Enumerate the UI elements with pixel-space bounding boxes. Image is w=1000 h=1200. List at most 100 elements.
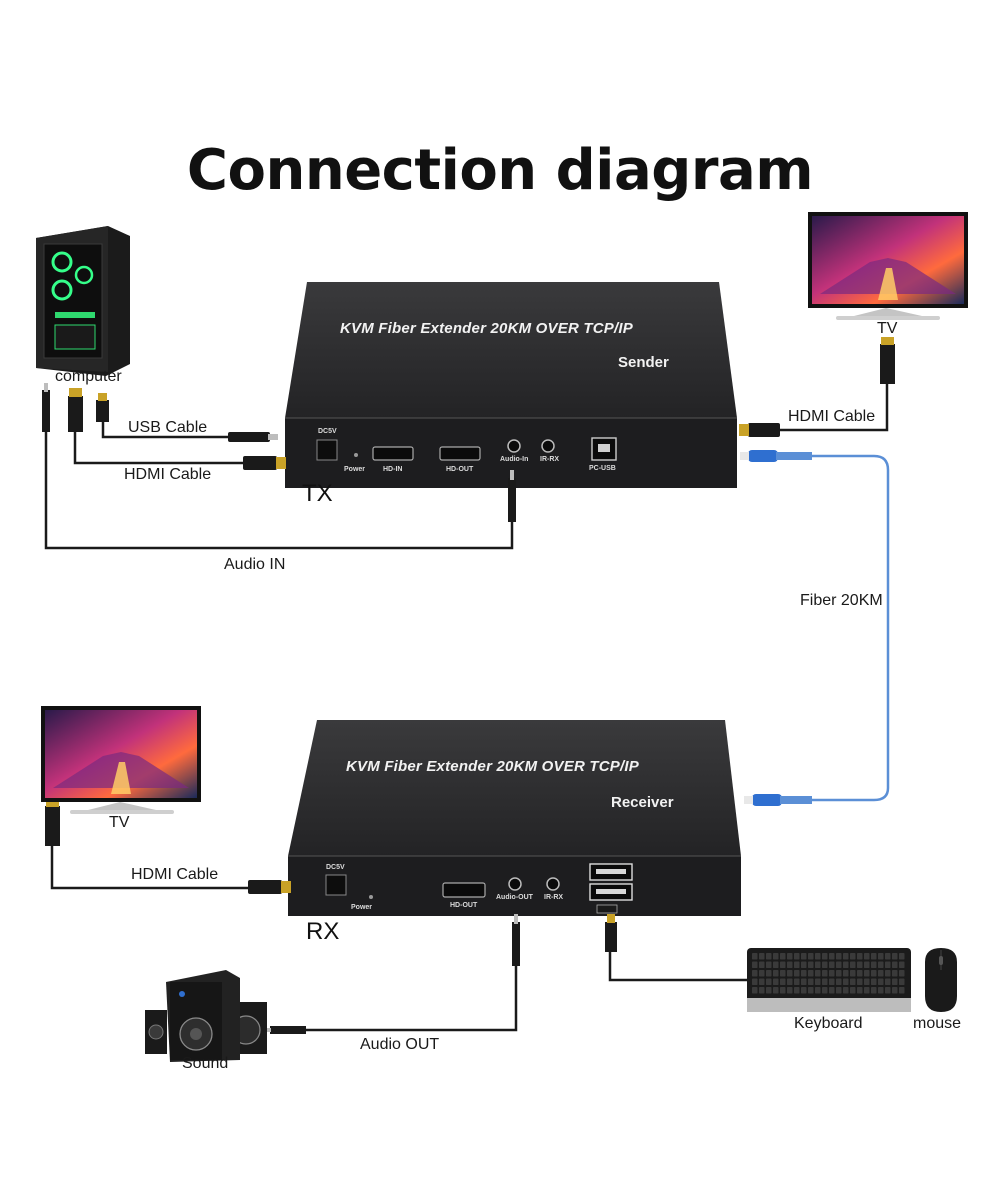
dc-port — [316, 439, 338, 461]
sender-dc-label: DC5V — [318, 428, 337, 435]
keyboard-key — [850, 961, 856, 968]
keyboard-key — [871, 961, 877, 968]
keyboard-key — [871, 970, 877, 977]
hdmi-plug-tx-out — [739, 423, 780, 437]
hdmi-cable-rx-out-label: HDMI Cable — [131, 866, 219, 883]
keyboard-key — [850, 953, 856, 960]
keyboard-key — [836, 978, 842, 985]
keyboard-key — [822, 978, 828, 985]
keyboard-key — [815, 953, 821, 960]
hdmi-cable-in — [73, 430, 245, 465]
sound-label: Sound — [182, 1055, 229, 1072]
keyboard-key — [780, 978, 786, 985]
keyboard-key — [787, 953, 793, 960]
keyboard-key — [892, 978, 898, 985]
keyboard-key — [759, 987, 765, 994]
receiver-product-label: KVM Fiber Extender 20KM OVER TCP/IP — [346, 758, 639, 775]
keyboard-key — [815, 961, 821, 968]
keyboard-key — [766, 978, 772, 985]
keyboard-key — [899, 953, 905, 960]
keyboard-key — [808, 970, 814, 977]
usb-plug-tx — [228, 432, 278, 442]
keyboard-key — [871, 978, 877, 985]
keyboard-key — [808, 978, 814, 985]
keyboard-key — [787, 970, 793, 977]
keyboard-key — [822, 961, 828, 968]
keyboard-key — [843, 961, 849, 968]
hdmi-cable-tx-out-label: HDMI Cable — [788, 408, 876, 425]
receiver-role-label: Receiver — [611, 794, 674, 811]
speaker-set — [145, 970, 267, 1062]
keyboard-key — [836, 953, 842, 960]
keyboard-key — [822, 953, 828, 960]
hdmi-cable-tx-in-label: HDMI Cable — [124, 466, 212, 483]
usb-cable — [101, 420, 230, 439]
ir-rx-jack — [541, 439, 555, 453]
keyboard-key — [885, 987, 891, 994]
keyboard-key — [899, 987, 905, 994]
tv-bottom-plug — [45, 799, 60, 846]
keyboard-key — [857, 978, 863, 985]
keyboard-key — [829, 987, 835, 994]
keyboard-key — [885, 978, 891, 985]
keyboard-key — [871, 953, 877, 960]
computer-label: computer — [55, 368, 122, 385]
computer-plugs — [42, 383, 109, 432]
tv-top-label: TV — [877, 320, 898, 337]
receiver-dc-label: DC5V — [326, 864, 345, 871]
keyboard-key — [878, 961, 884, 968]
fiber-connector-rx — [744, 794, 812, 806]
speaker-plug — [262, 1026, 306, 1034]
keyboard-key — [773, 987, 779, 994]
sender-hdin-label: HD-IN — [383, 466, 403, 473]
keyboard-key — [808, 987, 814, 994]
keyboard-key — [843, 987, 849, 994]
keyboard-key — [836, 961, 842, 968]
sender-box — [285, 282, 737, 488]
diagram-title: Connection diagram — [186, 138, 814, 203]
keyboard-key — [780, 970, 786, 977]
keyboard-key — [822, 987, 828, 994]
keyboard-key — [843, 978, 849, 985]
ir-rx-jack — [546, 877, 560, 891]
power-led — [369, 895, 373, 899]
keyboard-key — [815, 987, 821, 994]
keyboard-key — [878, 970, 884, 977]
keyboard-key — [794, 970, 800, 977]
receiver-ir-label: IR-RX — [544, 894, 564, 901]
keyboard-key — [759, 953, 765, 960]
mouse — [925, 948, 957, 1012]
receiver-box — [288, 720, 741, 916]
fiber-cable — [812, 454, 890, 802]
keyboard-key — [857, 970, 863, 977]
sender-ir-label: IR-RX — [540, 456, 560, 463]
usb-keyboard-cable — [608, 950, 748, 982]
tv-top-plug — [880, 337, 895, 384]
keyboard-key — [752, 953, 758, 960]
sender-role-label: Sender — [618, 354, 669, 371]
keyboard-key — [836, 970, 842, 977]
hdmi-cable-rx-out — [50, 845, 250, 890]
fiber-connector-tx — [740, 450, 812, 462]
keyboard-key — [878, 953, 884, 960]
receiver-power-label: Power — [351, 904, 373, 911]
keyboard-key — [787, 961, 793, 968]
keyboard-key — [899, 978, 905, 985]
hdmi-plug-rx-out — [248, 880, 291, 894]
keyboard-key — [801, 978, 807, 985]
dc-port — [325, 874, 347, 896]
audio-out-jack — [508, 877, 522, 891]
keyboard-key — [850, 978, 856, 985]
keyboard-key — [850, 987, 856, 994]
keyboard — [747, 948, 911, 1012]
keyboard-key — [899, 970, 905, 977]
mouse-label: mouse — [913, 1015, 962, 1032]
keyboard-key — [759, 978, 765, 985]
keyboard-key — [829, 978, 835, 985]
keyboard-key — [773, 970, 779, 977]
keyboard-key — [794, 987, 800, 994]
keyboard-key — [899, 961, 905, 968]
keyboard-key — [878, 978, 884, 985]
sender-product-label: KVM Fiber Extender 20KM OVER TCP/IP — [340, 320, 633, 337]
